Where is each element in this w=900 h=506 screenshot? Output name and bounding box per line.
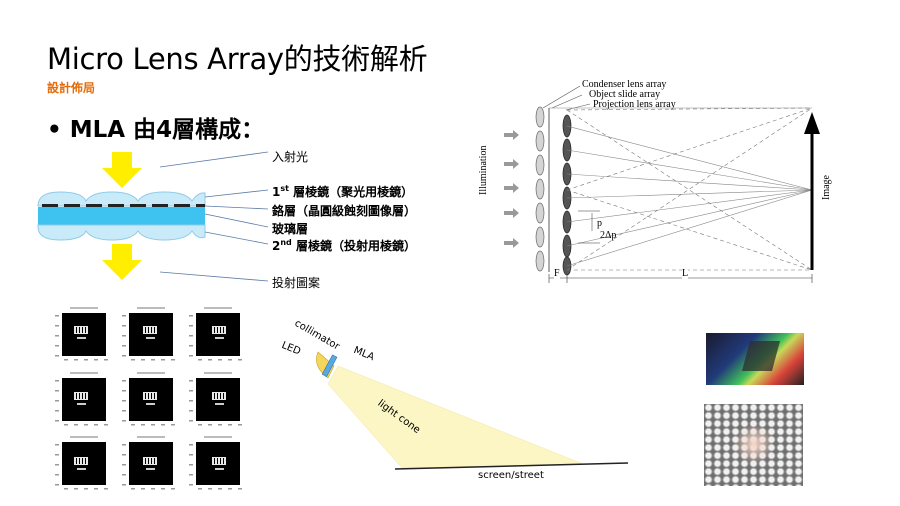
condenser-lens-column xyxy=(535,106,545,272)
projection-arrow xyxy=(102,244,142,280)
layer4-sup: nd xyxy=(280,238,292,247)
label-layer1: 1st 層棱鏡（聚光用棱鏡） xyxy=(272,183,413,200)
simulation-thumbnail xyxy=(55,436,108,490)
simulation-thumbnail xyxy=(189,307,242,361)
label-l: L xyxy=(682,268,689,279)
layer1-num: 1 xyxy=(272,185,281,199)
label-p: p xyxy=(597,218,602,229)
screen-line xyxy=(394,462,629,470)
lens-array-glow xyxy=(734,424,774,464)
mla-projector-photo xyxy=(706,333,804,385)
simulation-thumbnail xyxy=(122,436,175,490)
label-condenser: Condenser lens array xyxy=(582,79,667,90)
simulation-thumbnail xyxy=(189,436,242,490)
layer1-text: 層棱鏡（聚光用棱鏡） xyxy=(288,185,414,199)
bullet-symbol: • xyxy=(47,117,62,143)
label-projected-pattern: 投射圖案 xyxy=(272,276,321,290)
simulation-thumbnail xyxy=(122,307,175,361)
lens-array-photo xyxy=(704,404,803,486)
bottom-lens-layer xyxy=(37,224,206,241)
incident-arrow xyxy=(102,152,142,188)
label-screen: screen/street xyxy=(478,470,544,481)
simulation-thumbnail xyxy=(189,372,242,426)
label-projection: Projection lens array xyxy=(593,99,676,110)
slide-title: Micro Lens Array的技術解析 xyxy=(47,42,428,76)
simulation-thumbnail xyxy=(122,372,175,426)
simulation-thumbnail xyxy=(55,372,108,426)
label-layer4: 2nd 層棱鏡（投射用棱鏡） xyxy=(272,237,416,254)
bullet-label: MLA 由4層構成： xyxy=(69,117,265,143)
image-arrow-head xyxy=(804,112,820,134)
device-shape xyxy=(741,341,781,371)
illumination-arrows xyxy=(504,130,519,248)
glass-layer xyxy=(38,207,205,225)
layer4-text: 層棱鏡（投射用棱鏡） xyxy=(291,239,416,253)
slide-subtitle: 設計佈局 xyxy=(47,81,96,95)
top-lens-layer xyxy=(37,191,206,207)
label-layer3: 玻璃層 xyxy=(272,222,309,236)
mla-plate xyxy=(321,354,338,378)
layer4-num: 2 xyxy=(272,239,281,253)
label-2dp: 2Δp xyxy=(600,230,617,241)
label-incident-light: 入射光 xyxy=(272,150,309,164)
light-cone xyxy=(327,365,584,469)
label-object-slide: Object slide array xyxy=(589,89,661,100)
simulation-thumbnail xyxy=(55,307,108,361)
layer1-sup: st xyxy=(280,184,289,193)
label-f: F xyxy=(554,268,560,279)
label-layer2: 鉻層（晶圓級蝕刻圖像層） xyxy=(272,204,417,218)
chrome-layer xyxy=(42,204,205,207)
bullet-text: • MLA 由4層構成： xyxy=(47,110,264,144)
